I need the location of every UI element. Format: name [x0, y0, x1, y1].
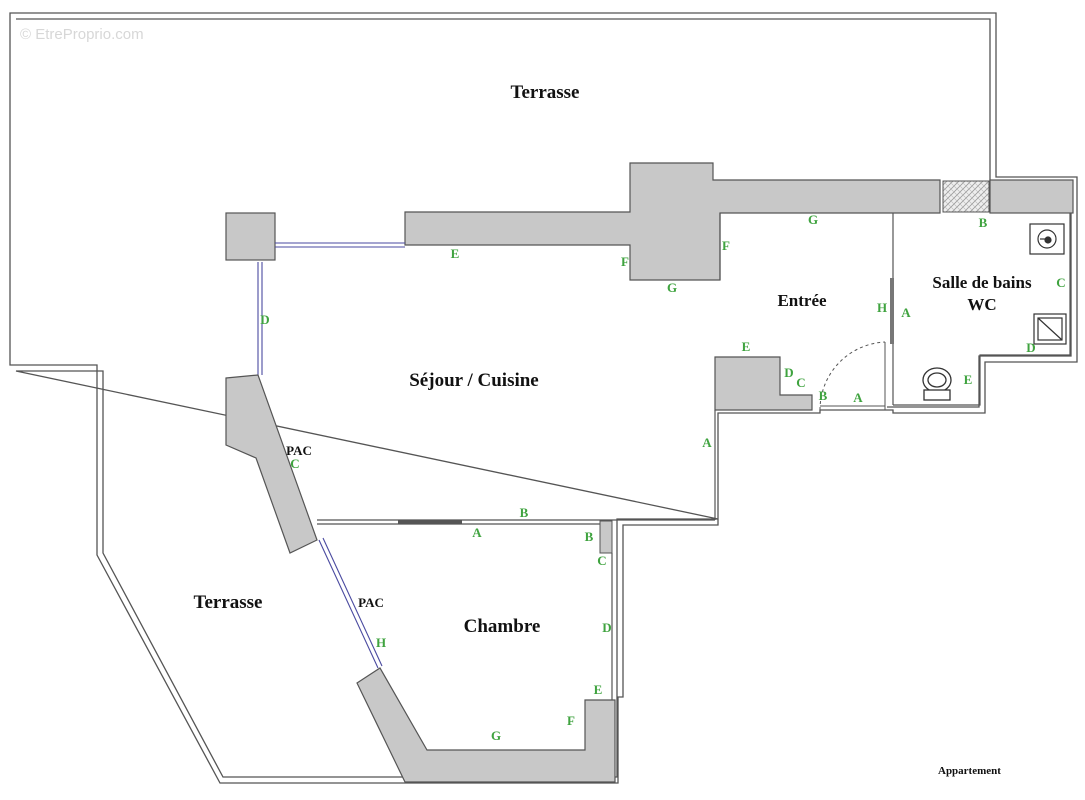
room-label-terrasse-top: Terrasse [510, 82, 580, 103]
partition [317, 519, 715, 525]
wall-letter: C [290, 456, 300, 471]
room-label-sdb-line1: Salle de bains [932, 273, 1032, 292]
room-label-entree: Entrée [777, 291, 827, 310]
sliding-panel [890, 278, 894, 344]
wall-letter: B [978, 215, 988, 230]
room-label-sdb-line2: WC [967, 295, 997, 314]
toilet-icon [922, 367, 952, 401]
watermark: © EtreProprio.com [20, 26, 144, 43]
shower-icon [1033, 313, 1067, 345]
washbasin-icon [1029, 223, 1065, 255]
wall-letter: H [876, 300, 888, 315]
wall-letter: A [472, 525, 482, 540]
entree-door [819, 341, 886, 411]
wall-letter: G [490, 728, 502, 743]
wall-letter: D [602, 620, 612, 635]
room-label-terrasse-left: Terrasse [193, 592, 263, 613]
wall-letter: G [666, 280, 678, 295]
wall-letter: F [567, 713, 575, 728]
room-label-sejour: Séjour / Cuisine [409, 370, 539, 391]
wall-letter: E [450, 246, 460, 261]
wall-chambre-bottom [356, 667, 616, 783]
terrace-outline [9, 12, 1078, 784]
wall-letter: E [963, 372, 973, 387]
wall-letter: C [597, 553, 607, 568]
wall-letter: A [853, 390, 863, 405]
wall-letter: A [901, 305, 911, 320]
wall-top [225, 162, 1074, 281]
glazing [257, 242, 405, 669]
room-label-chambre: Chambre [463, 616, 541, 637]
pillar [599, 520, 613, 554]
pac-label: PAC [358, 595, 384, 610]
wall-letter: A [702, 435, 712, 450]
room-label-salle-de-bains: Salle de bains WC [932, 272, 1031, 316]
wall-letter: G [807, 212, 819, 227]
wall-letter: B [584, 529, 594, 544]
plan-caption: Appartement [938, 765, 1001, 777]
wall-letter: E [593, 682, 603, 697]
ventilation-shaft [942, 180, 990, 213]
wall-left-diagonal [225, 374, 318, 554]
wall-letter: E [741, 339, 751, 354]
wall-letter: D [1026, 340, 1036, 355]
wall-letter: B [519, 505, 529, 520]
wall-letter: B [818, 388, 828, 403]
entree-walls [714, 213, 1071, 520]
pac-label: PAC [286, 443, 312, 458]
wall-letter: H [375, 635, 387, 650]
wall-letter: C [1056, 275, 1066, 290]
wall-letter: C [796, 375, 806, 390]
wall-letter: D [784, 365, 794, 380]
wall-letter: F [722, 238, 730, 253]
wall-letter: D [260, 312, 270, 327]
wall-letter: F [621, 254, 629, 269]
